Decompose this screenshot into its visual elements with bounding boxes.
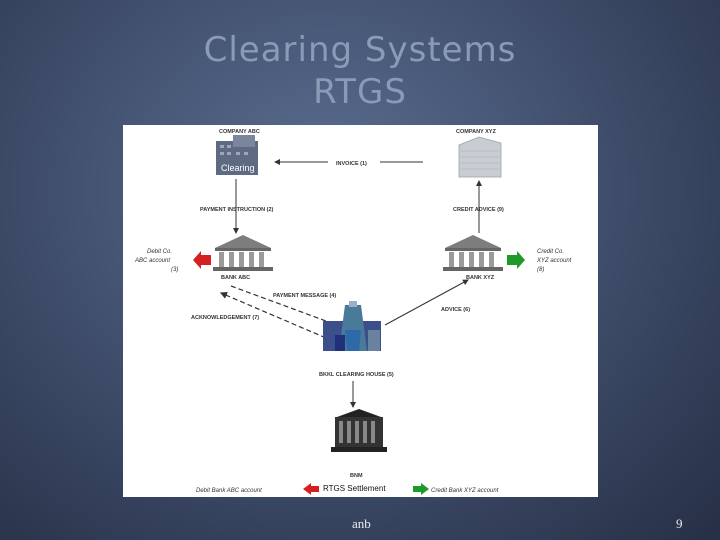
advice-label: ADVICE (6) <box>441 307 470 313</box>
clearing-house-building-icon <box>323 301 381 351</box>
debit-arrow-icon <box>193 251 211 269</box>
clearing-overlay-text: Clearing <box>221 163 255 173</box>
slide-title-line-2: RTGS <box>313 72 407 112</box>
footer-author: anb <box>352 516 371 531</box>
invoice-label: INVOICE (1) <box>336 161 367 167</box>
central-bank-label: BNM <box>350 473 363 479</box>
diagram-canvas: COMPANY ABC COMPANY XYZ Clearing INVOICE… <box>134 129 572 495</box>
debit-bank-label: Debit Bank ABC account <box>196 488 262 494</box>
credit-label-line-1: Credit Co. <box>537 249 564 255</box>
credit-label-line-3: (8) <box>537 267 544 273</box>
debit-label-line-1: Debit Co. <box>147 249 172 255</box>
rtgs-credit-arrow-icon <box>413 483 429 495</box>
credit-label-line-2: XYZ account <box>536 258 572 264</box>
bank-abc-icon <box>213 235 273 271</box>
company-abc-label: COMPANY ABC <box>219 129 260 135</box>
central-bank-building-icon <box>331 409 387 452</box>
bank-xyz-icon <box>443 235 503 271</box>
credit-arrow-icon <box>507 251 525 269</box>
company-xyz-building-icon <box>458 136 502 178</box>
rtgs-flow-diagram: COMPANY ABC COMPANY XYZ Clearing INVOICE… <box>123 125 598 497</box>
acknowledgement-label: ACKNOWLEDGEMENT (7) <box>191 315 259 321</box>
credit-advice-label: CREDIT ADVICE (9) <box>453 207 504 213</box>
clearing-house-label: BKKL CLEARING HOUSE (5) <box>319 372 394 378</box>
payment-message-label: PAYMENT MESSAGE (4) <box>273 293 336 299</box>
company-xyz-label: COMPANY XYZ <box>456 129 496 135</box>
debit-label-line-3: (3) <box>171 267 178 273</box>
bank-xyz-label: BANK XYZ <box>466 275 495 281</box>
debit-label-line-2: ABC account <box>134 258 170 264</box>
slide-title-line-1: Clearing Systems <box>203 30 517 70</box>
bank-abc-label: BANK ABC <box>221 275 250 281</box>
rtgs-settlement-label: RTGS Settlement <box>323 484 386 493</box>
company-abc-building-icon <box>216 135 258 175</box>
payment-instruction-label: PAYMENT INSTRUCTION (2) <box>200 207 274 213</box>
credit-bank-label: Credit Bank XYZ account <box>431 488 499 494</box>
rtgs-debit-arrow-icon <box>303 483 319 495</box>
page-number: 9 <box>676 516 683 531</box>
